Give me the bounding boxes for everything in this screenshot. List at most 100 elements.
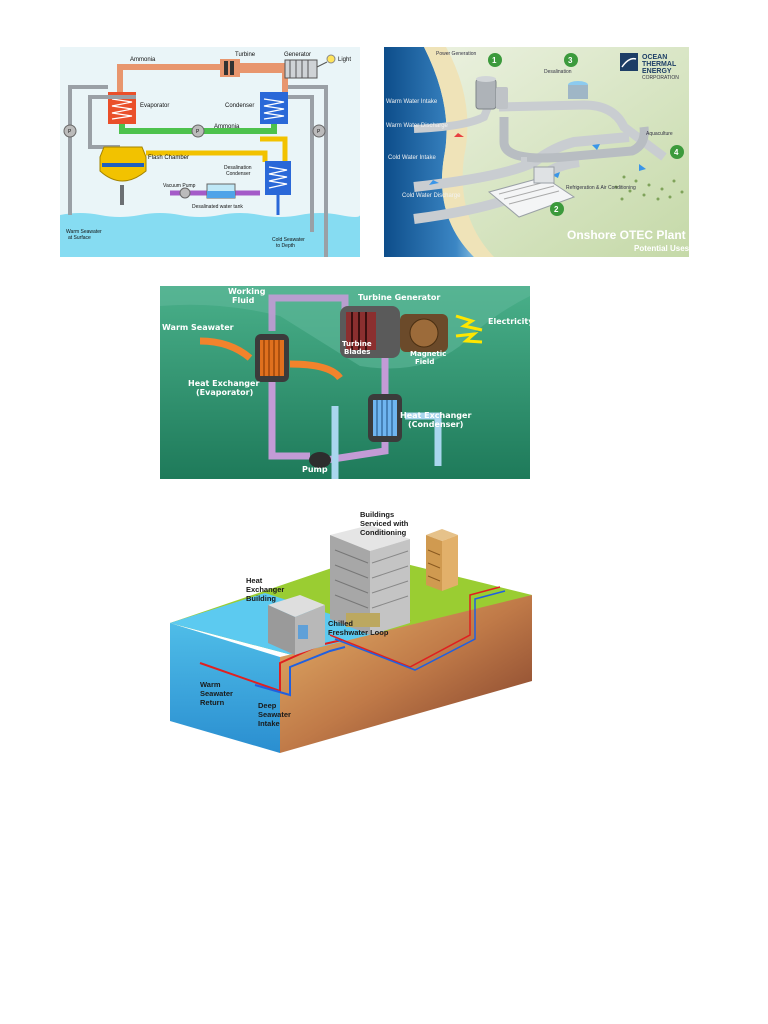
desalination-condenser <box>265 161 291 195</box>
pump-icon <box>309 452 331 468</box>
refrigeration-label: Refrigeration & Air Conditioning <box>566 185 636 191</box>
working-fluid-label: Fluid <box>232 296 255 305</box>
chilled-loop-pipe <box>329 586 501 668</box>
magnetic-field-label: Magnetic <box>410 350 446 358</box>
desal-tank-label: Desalinated water tank <box>192 204 243 210</box>
evaporator-heat-exchanger <box>255 334 289 382</box>
marker-1-label: 1 <box>492 56 497 65</box>
logo-line-3: ENERGY <box>642 68 672 75</box>
evaporator-label: (Evaporator) <box>196 388 253 397</box>
plant-title: Onshore OTEC Plant <box>567 228 686 242</box>
logo-line-2: THERMAL <box>642 61 677 68</box>
warm-seawater-line <box>199 337 253 361</box>
marker-2-label: 2 <box>554 205 559 214</box>
generator <box>284 59 318 79</box>
marker-4-label: 4 <box>674 148 679 157</box>
onshore-otec-plant-diagram: 1 2 3 4 Power Generation Desalination Aq… <box>384 47 689 257</box>
condenser-label: Condenser <box>225 103 254 109</box>
heat-exchanger-building <box>268 595 325 655</box>
hx-building-label: Building <box>246 594 276 603</box>
turbine-blades-label: Blades <box>344 348 370 356</box>
deep-intake-pipe <box>254 646 346 697</box>
condenser-label: (Condenser) <box>408 420 463 429</box>
pump-label: P <box>68 129 72 135</box>
ocean-thermal-energy-logo: OCEAN THERMAL ENERGY CORPORATION <box>620 53 679 81</box>
desal-condenser-label: Condenser <box>226 171 251 177</box>
flash-chamber-label: Flash Chamber <box>148 155 189 161</box>
pump-icon <box>191 124 205 138</box>
marker-3-icon <box>564 53 578 67</box>
aquaculture-field <box>614 175 684 201</box>
ocean-section <box>170 623 280 753</box>
large-office-building <box>330 525 410 635</box>
warm-intake-label: Warm Water Intake <box>386 99 438 105</box>
deep-intake-label: Deep <box>258 701 277 710</box>
marker-2-icon <box>550 202 564 216</box>
warm-discharge-label: Warm Water Discharge <box>386 123 449 129</box>
sea-surface <box>60 213 360 257</box>
ammonia-mid-label: Ammonia <box>214 124 240 130</box>
warm-return-label: Return <box>200 698 225 707</box>
deep-intake-label: Seawater <box>258 710 291 719</box>
buildings-label: Serviced with <box>360 519 409 528</box>
evaporator-label: Heat Exchanger <box>188 379 259 388</box>
power-generation-label: Power Generation <box>436 51 477 57</box>
buildings-label: Buildings <box>360 510 394 519</box>
seawater-air-conditioning-diagram: Buildings Serviced with Conditioning Hea… <box>170 495 532 753</box>
cold-discharge-label: Cold Water Discharge <box>402 193 461 199</box>
warm-seawater-label: Warm Seawater <box>162 323 234 332</box>
buildings-label: Conditioning <box>360 528 407 537</box>
pump-label: P <box>317 129 321 135</box>
chilled-loop-label: Chilled <box>328 619 353 628</box>
cold-intake-label: Cold Water Intake <box>388 155 436 161</box>
refrigeration-building <box>487 166 576 218</box>
pump-icon <box>63 124 77 138</box>
turbine-blades-label: Turbine <box>342 340 372 348</box>
light-label: Light <box>338 57 351 63</box>
warm-return-label: Warm <box>200 680 221 689</box>
residential-tower <box>426 529 458 591</box>
chilled-loop-label: Freshwater Loop <box>328 628 389 637</box>
ammonia-line-top <box>117 64 220 92</box>
working-fluid-cycle-diagram: Working Fluid Turbine Generator Warm Sea… <box>160 286 530 479</box>
working-fluid-label: Working <box>228 287 266 296</box>
vacuum-pump-icon <box>179 187 191 199</box>
ammonia-label: Ammonia <box>130 57 156 63</box>
desal-condenser-label: Desalination <box>224 165 252 171</box>
beach <box>424 47 494 257</box>
plant-subtitle: Potential Uses <box>634 244 689 253</box>
magnetic-field-label: Field <box>415 358 434 366</box>
electricity-icon <box>455 314 483 344</box>
logo-line-4: CORPORATION <box>642 75 679 81</box>
cold-seawater-label: to Depth <box>276 243 295 249</box>
marker-4-icon <box>670 145 684 159</box>
condenser <box>260 92 288 124</box>
generator-label: Generator <box>284 52 311 58</box>
pump-label: P <box>196 129 200 135</box>
warm-seawater-label: at Surface <box>68 235 91 241</box>
flash-chamber <box>99 146 147 205</box>
logo-line-1: OCEAN <box>642 54 667 61</box>
turbine-generator <box>340 306 448 358</box>
marker-3-label: 3 <box>568 56 573 65</box>
pump-icon <box>312 124 326 138</box>
desalination-label: Desalination <box>544 69 572 75</box>
warm-seawater-label: Warm Seawater <box>66 229 102 235</box>
vacuum-pump-label: Vacuum Pump <box>163 183 196 189</box>
warm-return-pipe <box>199 639 343 693</box>
turbine-generator-label: Turbine Generator <box>358 293 440 302</box>
deep-intake-label: Intake <box>258 719 280 728</box>
light-icon <box>316 54 336 68</box>
turbine-label: Turbine <box>235 52 256 58</box>
hx-building-label: Exchanger <box>246 585 284 594</box>
evaporator-label: Evaporator <box>140 103 169 109</box>
condenser-heat-exchanger <box>368 394 402 442</box>
soil-section <box>280 595 532 753</box>
turbine <box>220 59 285 77</box>
electricity-label: Electricity <box>488 317 530 326</box>
power-generation-plant <box>475 76 508 110</box>
closed-cycle-otec-diagram: P P P Ammonia Turbine Generator Light Ev… <box>60 47 360 257</box>
aquaculture-label: Aquaculture <box>646 131 673 137</box>
condenser-label: Heat Exchanger <box>400 411 471 420</box>
cold-seawater-label: Cold Seawater <box>272 237 305 243</box>
